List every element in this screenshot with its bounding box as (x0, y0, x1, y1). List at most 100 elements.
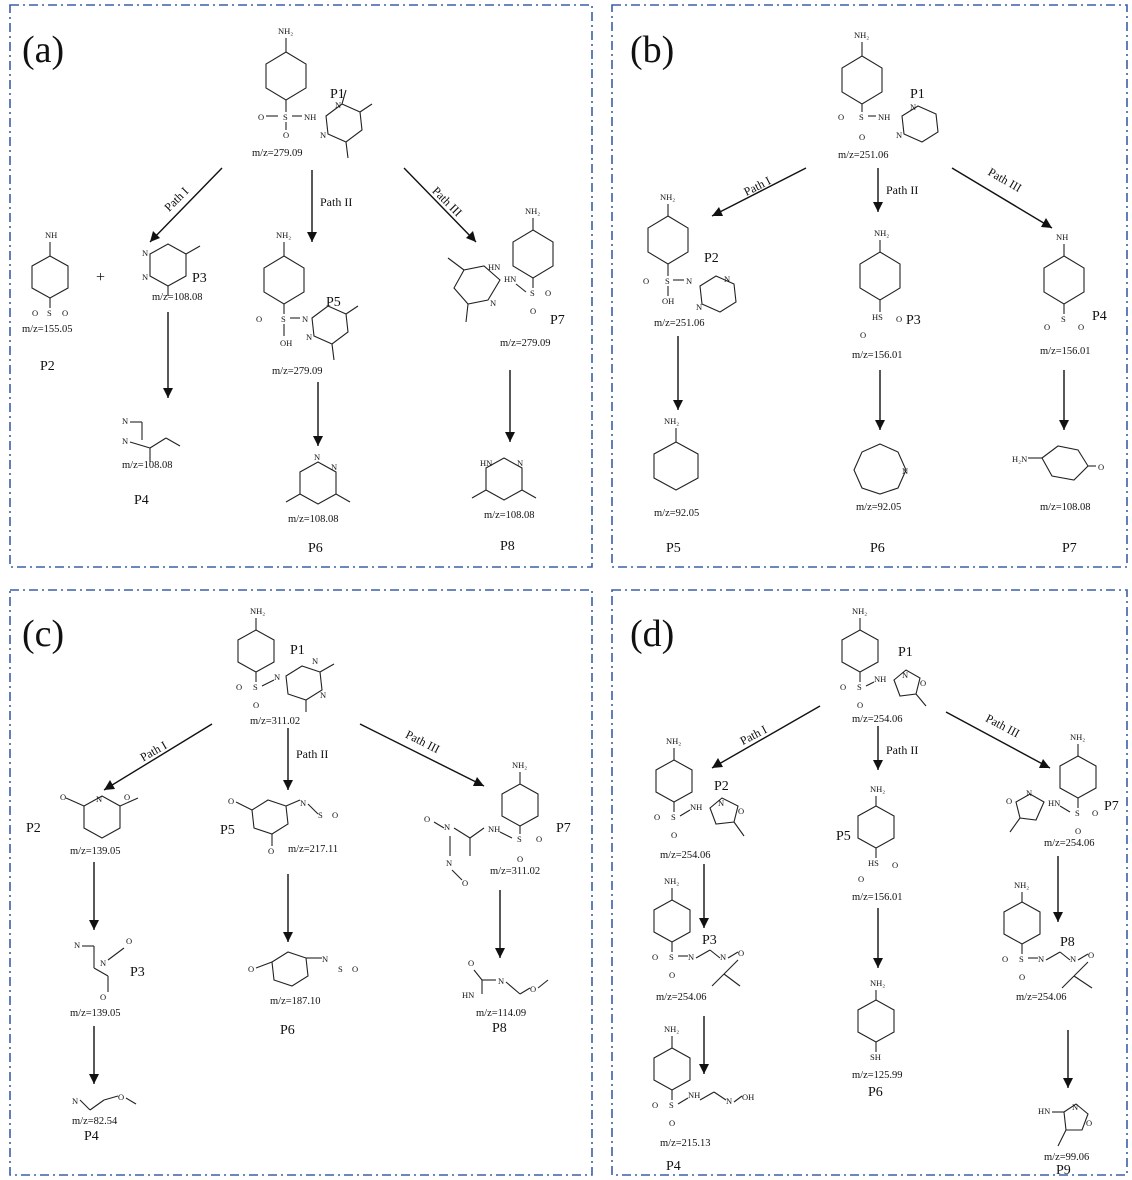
panel-c-p6-mz: m/z=187.10 (270, 996, 321, 1007)
atom-o: O (468, 958, 474, 968)
panel-c-arrow-path1 (103, 723, 213, 791)
panel-c-p3-label: P3 (130, 965, 145, 980)
atom-o: O (860, 330, 866, 340)
atom-o: O (838, 112, 844, 122)
atom-n: N (274, 672, 280, 682)
panel-a-p5-mz: m/z=279.09 (272, 366, 323, 377)
panel-a-p1-mz: m/z=279.09 (252, 148, 303, 159)
atom-nh2: NH₂ (664, 416, 679, 426)
panel-a-p7-label: P7 (550, 313, 565, 328)
atom-s: S (1061, 314, 1066, 324)
atom-o: O (643, 276, 649, 286)
atom-n: N (444, 822, 450, 832)
atom-n: N (1038, 954, 1044, 964)
panel-d-p5-structure: NH₂ HS O O (857, 784, 898, 884)
atom-o: O (892, 860, 898, 870)
atom-o: O (268, 846, 274, 856)
panel-a-p2-label: P2 (40, 359, 55, 374)
atom-o: O (60, 792, 66, 802)
panel-c-path3-label: Path III (403, 727, 442, 756)
panel-b-p7-structure: H₂N O (1012, 445, 1104, 481)
atom-o: O (32, 308, 38, 318)
atom-o: O (352, 964, 358, 974)
panel-b-p6-mz: m/z=92.05 (856, 502, 901, 513)
panel-a-p8-label: P8 (500, 539, 515, 554)
panel-a-p3-label: P3 (192, 271, 207, 286)
panel-b-p2-label: P2 (704, 251, 719, 266)
atom-n: N (322, 954, 328, 964)
atom-nh2: NH₂ (512, 760, 527, 770)
atom-o: O (530, 984, 536, 994)
atom-o: O (652, 952, 658, 962)
panel-c-p3-structure: N N O O (74, 936, 132, 1002)
atom-nh2: NH₂ (666, 736, 681, 746)
atom-nh: NH (488, 824, 500, 834)
panel-b-p4-mz: m/z=156.01 (1040, 346, 1091, 357)
atom-o: O (671, 830, 677, 840)
panel-d-p8-structure: NH₂ S O O N N O (1002, 880, 1094, 989)
atom-n: N (74, 940, 80, 950)
panel-d-p2-mz: m/z=254.06 (660, 850, 711, 861)
atom-s: S (859, 112, 864, 122)
atom-s: S (47, 308, 52, 318)
panel-a-p3-structure: N N (142, 243, 201, 296)
panel-b-p2-mz: m/z=251.06 (654, 318, 705, 329)
panel-d-p5-mz: m/z=156.01 (852, 892, 903, 903)
atom-o: O (1078, 322, 1084, 332)
atom-o: O (669, 1118, 675, 1128)
panel-d-p9-mz: m/z=99.06 (1044, 1152, 1089, 1163)
atom-o: O (118, 1092, 124, 1102)
atom-o: O (124, 792, 130, 802)
atom-s: S (517, 834, 522, 844)
atom-o: O (100, 992, 106, 1002)
atom-nh2: NH₂ (525, 206, 540, 216)
panel-b-path1-label: Path I (741, 173, 773, 198)
panel-b-p1-mz: m/z=251.06 (838, 150, 889, 161)
panel-b-p4-structure: NH S O O (1043, 232, 1085, 332)
panel-a-path2-label: Path II (320, 195, 352, 209)
atom-n: N (302, 314, 308, 324)
atom-sh: SH (870, 1052, 881, 1062)
atom-n: N (724, 274, 730, 284)
atom-s: S (253, 682, 258, 692)
atom-s: S (1075, 808, 1080, 818)
atom-n: N (320, 690, 326, 700)
panel-b-path3-label: Path III (986, 165, 1024, 195)
atom-n: N (314, 452, 320, 462)
panel-a-p3-mz: m/z=108.08 (152, 292, 203, 303)
panel-a-p5-structure: NH₂ S O OH N N (256, 230, 359, 361)
atom-s: S (530, 288, 535, 298)
panel-c-p7-label: P7 (556, 821, 571, 836)
atom-nh2: NH₂ (854, 30, 869, 40)
panel-b-p1-structure: NH₂ S O O NH N N (838, 30, 939, 143)
atom-nh2: NH₂ (874, 228, 889, 238)
panel-b-p1-label: P1 (910, 87, 925, 102)
panel-d-p8-mz: m/z=254.06 (1016, 992, 1067, 1003)
atom-s: S (665, 276, 670, 286)
atom-nh: NH (1056, 232, 1068, 242)
atom-n: N (896, 130, 902, 140)
atom-nh: NH (304, 112, 316, 122)
panel-d-label: (d) (630, 613, 674, 655)
atom-s: S (1019, 954, 1024, 964)
panel-d-p6-mz: m/z=125.99 (852, 1070, 903, 1081)
panel-c-p2-mz: m/z=139.05 (70, 846, 121, 857)
atom-o: O (424, 814, 430, 824)
atom-o: O (669, 970, 675, 980)
atom-s: S (669, 1100, 674, 1110)
panel-c-p8-mz: m/z=114.09 (476, 1008, 526, 1019)
atom-o: O (1044, 322, 1050, 332)
atom-nh: NH (874, 674, 886, 684)
atom-nh2: NH₂ (852, 606, 867, 616)
atom-nh: NH (690, 802, 702, 812)
panel-d-path2-label: Path II (886, 743, 918, 757)
atom-h2n: H₂N (1012, 454, 1027, 464)
atom-hs: HS (868, 858, 879, 868)
panel-d-p8-label: P8 (1060, 935, 1075, 950)
atom-n: N (100, 958, 106, 968)
atom-n: N (902, 466, 908, 476)
atom-o: O (920, 678, 926, 688)
atom-hn: HN (488, 262, 500, 272)
